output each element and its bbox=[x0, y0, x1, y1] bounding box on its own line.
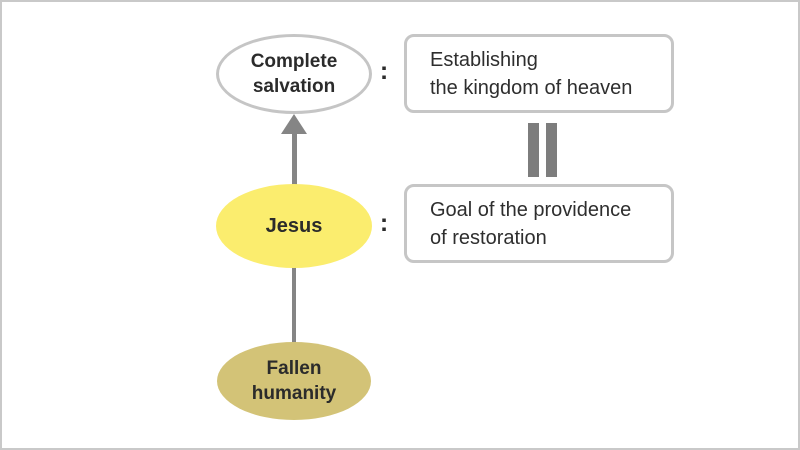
node-jesus: Jesus bbox=[216, 184, 372, 268]
node-label-line: salvation bbox=[252, 76, 336, 97]
node-complete-salvation: Complete salvation bbox=[216, 34, 372, 114]
node-label-line: Fallen bbox=[266, 358, 322, 379]
arrow-line bbox=[292, 131, 297, 186]
box-goal-providence: Goal of the providence of restoration bbox=[404, 184, 674, 263]
box-text-line: Goal of the providence bbox=[430, 198, 632, 221]
node-label-line: Complete bbox=[250, 51, 338, 72]
equals-bar-right bbox=[546, 123, 557, 177]
box-text-line: the kingdom of heaven bbox=[430, 76, 633, 99]
equals-icon bbox=[528, 123, 557, 177]
box-establishing-kingdom: Establishing the kingdom of heaven bbox=[404, 34, 674, 113]
colon-separator-bottom: : bbox=[379, 209, 389, 237]
colon-separator-top: : bbox=[379, 57, 389, 85]
node-label-line: Jesus bbox=[265, 214, 323, 237]
box-text-line: Establishing bbox=[430, 48, 538, 71]
arrow-up-icon bbox=[281, 114, 307, 134]
connector-line bbox=[292, 266, 296, 344]
node-label-line: humanity bbox=[251, 383, 337, 404]
node-fallen-humanity: Fallen humanity bbox=[217, 342, 371, 420]
equals-bar-left bbox=[528, 123, 539, 177]
box-text-line: of restoration bbox=[430, 226, 547, 249]
